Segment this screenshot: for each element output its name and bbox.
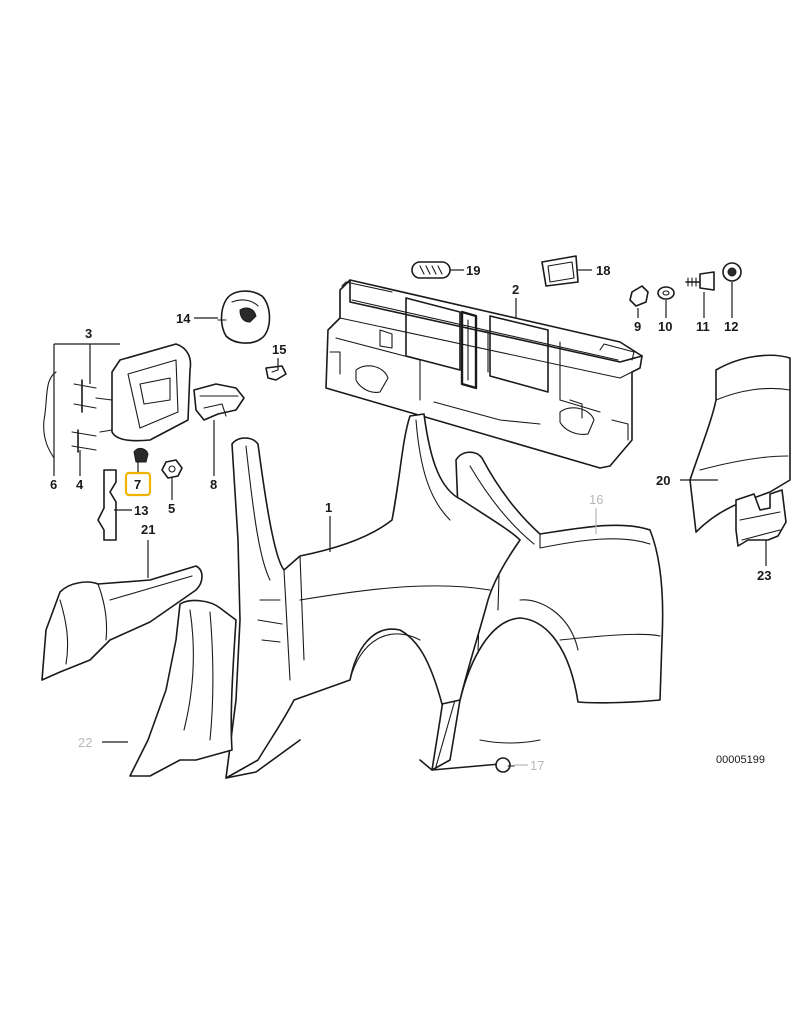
part-label-5[interactable]: 5 — [168, 501, 175, 516]
inner-pillar-drawing — [129, 599, 237, 777]
bracket-drawing — [735, 489, 787, 547]
sill-panel-drawing — [41, 565, 203, 681]
part-label-6[interactable]: 6 — [50, 477, 57, 492]
filler-cap-drawing — [217, 290, 271, 344]
part-label-1[interactable]: 1 — [325, 500, 332, 515]
clip-17-drawing — [495, 757, 515, 773]
part-label-10[interactable]: 10 — [658, 319, 672, 334]
clip-15-drawing — [265, 365, 287, 381]
lock-mechanism-drawing — [193, 383, 245, 421]
fastener-9-drawing — [629, 285, 649, 307]
part-label-15[interactable]: 15 — [272, 342, 286, 357]
part-label-9[interactable]: 9 — [634, 319, 641, 334]
part-label-2[interactable]: 2 — [512, 282, 519, 297]
part-label-4[interactable]: 4 — [76, 477, 84, 492]
part-label-14[interactable]: 14 — [176, 311, 191, 326]
part-label-23[interactable]: 23 — [757, 568, 771, 583]
part-label-19[interactable]: 19 — [466, 263, 480, 278]
part-label-22[interactable]: 22 — [78, 735, 92, 750]
part-label-12[interactable]: 12 — [724, 319, 738, 334]
gasket-drawing — [97, 469, 117, 541]
square-grommet-drawing — [541, 255, 579, 287]
oval-plug-drawing — [411, 261, 451, 279]
highlight-box-7 — [124, 471, 152, 497]
screw-11-drawing — [685, 271, 715, 291]
part-label-20[interactable]: 20 — [656, 473, 670, 488]
side-frame-drawing — [225, 413, 521, 779]
part-label-17[interactable]: 17 — [530, 758, 544, 773]
drawing-code: 00005199 — [716, 754, 765, 766]
part-label-18[interactable]: 18 — [596, 263, 610, 278]
fuel-door-drawing — [43, 343, 192, 463]
washer-10-drawing — [657, 286, 675, 300]
part-label-13[interactable]: 13 — [134, 503, 148, 518]
leader-lines — [53, 269, 767, 766]
part-label-11[interactable]: 11 — [696, 319, 710, 334]
nut-drawing — [161, 459, 183, 479]
part-label-7[interactable]: 7 — [134, 477, 141, 492]
part-label-3[interactable]: 3 — [85, 326, 92, 341]
rear-panel-drawing — [325, 279, 643, 469]
part-label-21[interactable]: 21 — [141, 522, 155, 537]
part-label-16[interactable]: 16 — [589, 492, 603, 507]
part-label-8[interactable]: 8 — [210, 477, 217, 492]
cap-12-drawing — [722, 262, 742, 282]
quarter-panel-drawing — [689, 354, 791, 533]
part-labels: 1 2 3 4 5 6 7 8 9 10 11 12 13 14 15 16 1… — [50, 263, 771, 773]
